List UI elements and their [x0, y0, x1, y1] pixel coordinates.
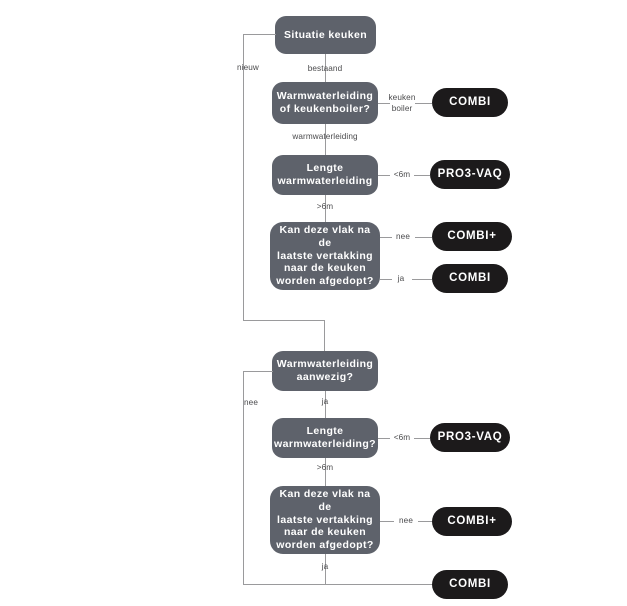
- connector-nieuw-to-section2-h: [243, 320, 325, 321]
- edge-label-lt6m-1: <6m: [393, 170, 411, 179]
- edge-label-gt6m-1: >6m: [316, 202, 334, 211]
- connector-bottom-rail: [243, 584, 434, 585]
- edge-label-nieuw: nieuw: [237, 63, 259, 72]
- connector-q3-to-combi-left: [380, 279, 392, 280]
- node-warmwaterleiding-of-keukenboiler[interactable]: Warmwaterleiding of keukenboiler?: [272, 82, 378, 124]
- node-afgedopt-2-label: Kan deze vlak na de laatste vertakking n…: [276, 488, 374, 552]
- connector-q4-to-q5: [325, 391, 326, 418]
- connector-q1-to-combi-right: [415, 103, 432, 104]
- node-result-combiplus-2[interactable]: COMBI+: [432, 507, 512, 536]
- node-result-combiplus-1-label: COMBI+: [447, 230, 497, 243]
- node-situatie-keuken-label: Situatie keuken: [283, 28, 368, 41]
- edge-label-ja-2: ja: [321, 397, 329, 406]
- connector-q6-ja-v: [325, 554, 326, 585]
- edge-label-nee-3: nee: [399, 516, 413, 525]
- node-result-combi-1[interactable]: COMBI: [432, 88, 508, 117]
- node-lengte-warmwaterleiding-2[interactable]: Lengte warmwaterleiding?: [272, 418, 378, 458]
- node-warmwaterleiding-of-keukenboiler-label: Warmwaterleiding of keukenboiler?: [276, 90, 374, 115]
- node-result-pro3vaq-1-label: PRO3-VAQ: [437, 168, 503, 181]
- connector-q2-to-q3: [325, 195, 326, 222]
- node-result-pro3vaq-2-label: PRO3-VAQ: [437, 431, 503, 444]
- connector-q6-to-combiplus-right: [418, 521, 432, 522]
- connector-nieuw-to-section2-v: [324, 320, 325, 352]
- connector-q5-to-pro3vaq-left: [378, 438, 390, 439]
- connector-nieuw-vertical: [243, 34, 244, 320]
- node-afgedopt-2[interactable]: Kan deze vlak na de laatste vertakking n…: [270, 486, 380, 554]
- node-result-combi-3[interactable]: COMBI: [432, 570, 508, 599]
- node-afgedopt-1-label: Kan deze vlak na de laatste vertakking n…: [276, 224, 374, 288]
- node-result-pro3vaq-1[interactable]: PRO3-VAQ: [430, 160, 510, 189]
- node-afgedopt-1[interactable]: Kan deze vlak na de laatste vertakking n…: [270, 222, 380, 290]
- edge-label-nee-1: nee: [396, 232, 410, 241]
- connector-start-to-q1: [325, 54, 326, 82]
- edge-label-nee-2: nee: [244, 398, 258, 407]
- edge-label-gt6m-2: >6m: [316, 463, 334, 472]
- edge-label-bestaand: bestaand: [307, 64, 343, 73]
- edge-label-keuken-boiler: keuken boiler: [388, 93, 416, 113]
- node-lengte-warmwaterleiding-1[interactable]: Lengte warmwaterleiding: [272, 155, 378, 195]
- node-lengte-warmwaterleiding-2-label: Lengte warmwaterleiding?: [274, 425, 376, 450]
- edge-label-lt6m-2: <6m: [393, 433, 411, 442]
- node-result-pro3vaq-2[interactable]: PRO3-VAQ: [430, 423, 510, 452]
- node-situatie-keuken[interactable]: Situatie keuken: [275, 16, 376, 54]
- connector-q3-to-combiplus-right: [415, 237, 432, 238]
- connector-q5-to-q6: [325, 458, 326, 486]
- connector-q4-nee-v: [243, 371, 244, 584]
- connector-q1-to-q2: [325, 124, 326, 155]
- connector-q6-to-combiplus-left: [380, 521, 394, 522]
- node-result-combi-2-label: COMBI: [449, 272, 491, 285]
- node-result-combi-1-label: COMBI: [449, 96, 491, 109]
- connector-q4-nee-h: [243, 371, 273, 372]
- edge-label-warmwaterleiding: warmwaterleiding: [292, 132, 358, 141]
- node-lengte-warmwaterleiding-1-label: Lengte warmwaterleiding: [277, 162, 373, 187]
- node-warmwaterleiding-aanwezig-label: Warmwaterleiding aanwezig?: [276, 358, 374, 383]
- connector-start-to-nieuw-h: [243, 34, 276, 35]
- node-result-combiplus-2-label: COMBI+: [447, 515, 497, 528]
- connector-q1-to-combi-left: [378, 103, 390, 104]
- node-result-combi-3-label: COMBI: [449, 578, 491, 591]
- connector-q3-to-combiplus-left: [380, 237, 392, 238]
- edge-label-ja-1: ja: [397, 274, 405, 283]
- node-result-combi-2[interactable]: COMBI: [432, 264, 508, 293]
- connector-q5-to-pro3vaq-right: [414, 438, 430, 439]
- edge-label-ja-3: ja: [321, 562, 329, 571]
- connector-q2-to-pro3vaq-left: [378, 175, 390, 176]
- node-result-combiplus-1[interactable]: COMBI+: [432, 222, 512, 251]
- connector-q3-to-combi-right: [412, 279, 432, 280]
- connector-q2-to-pro3vaq-right: [414, 175, 430, 176]
- node-warmwaterleiding-aanwezig[interactable]: Warmwaterleiding aanwezig?: [272, 351, 378, 391]
